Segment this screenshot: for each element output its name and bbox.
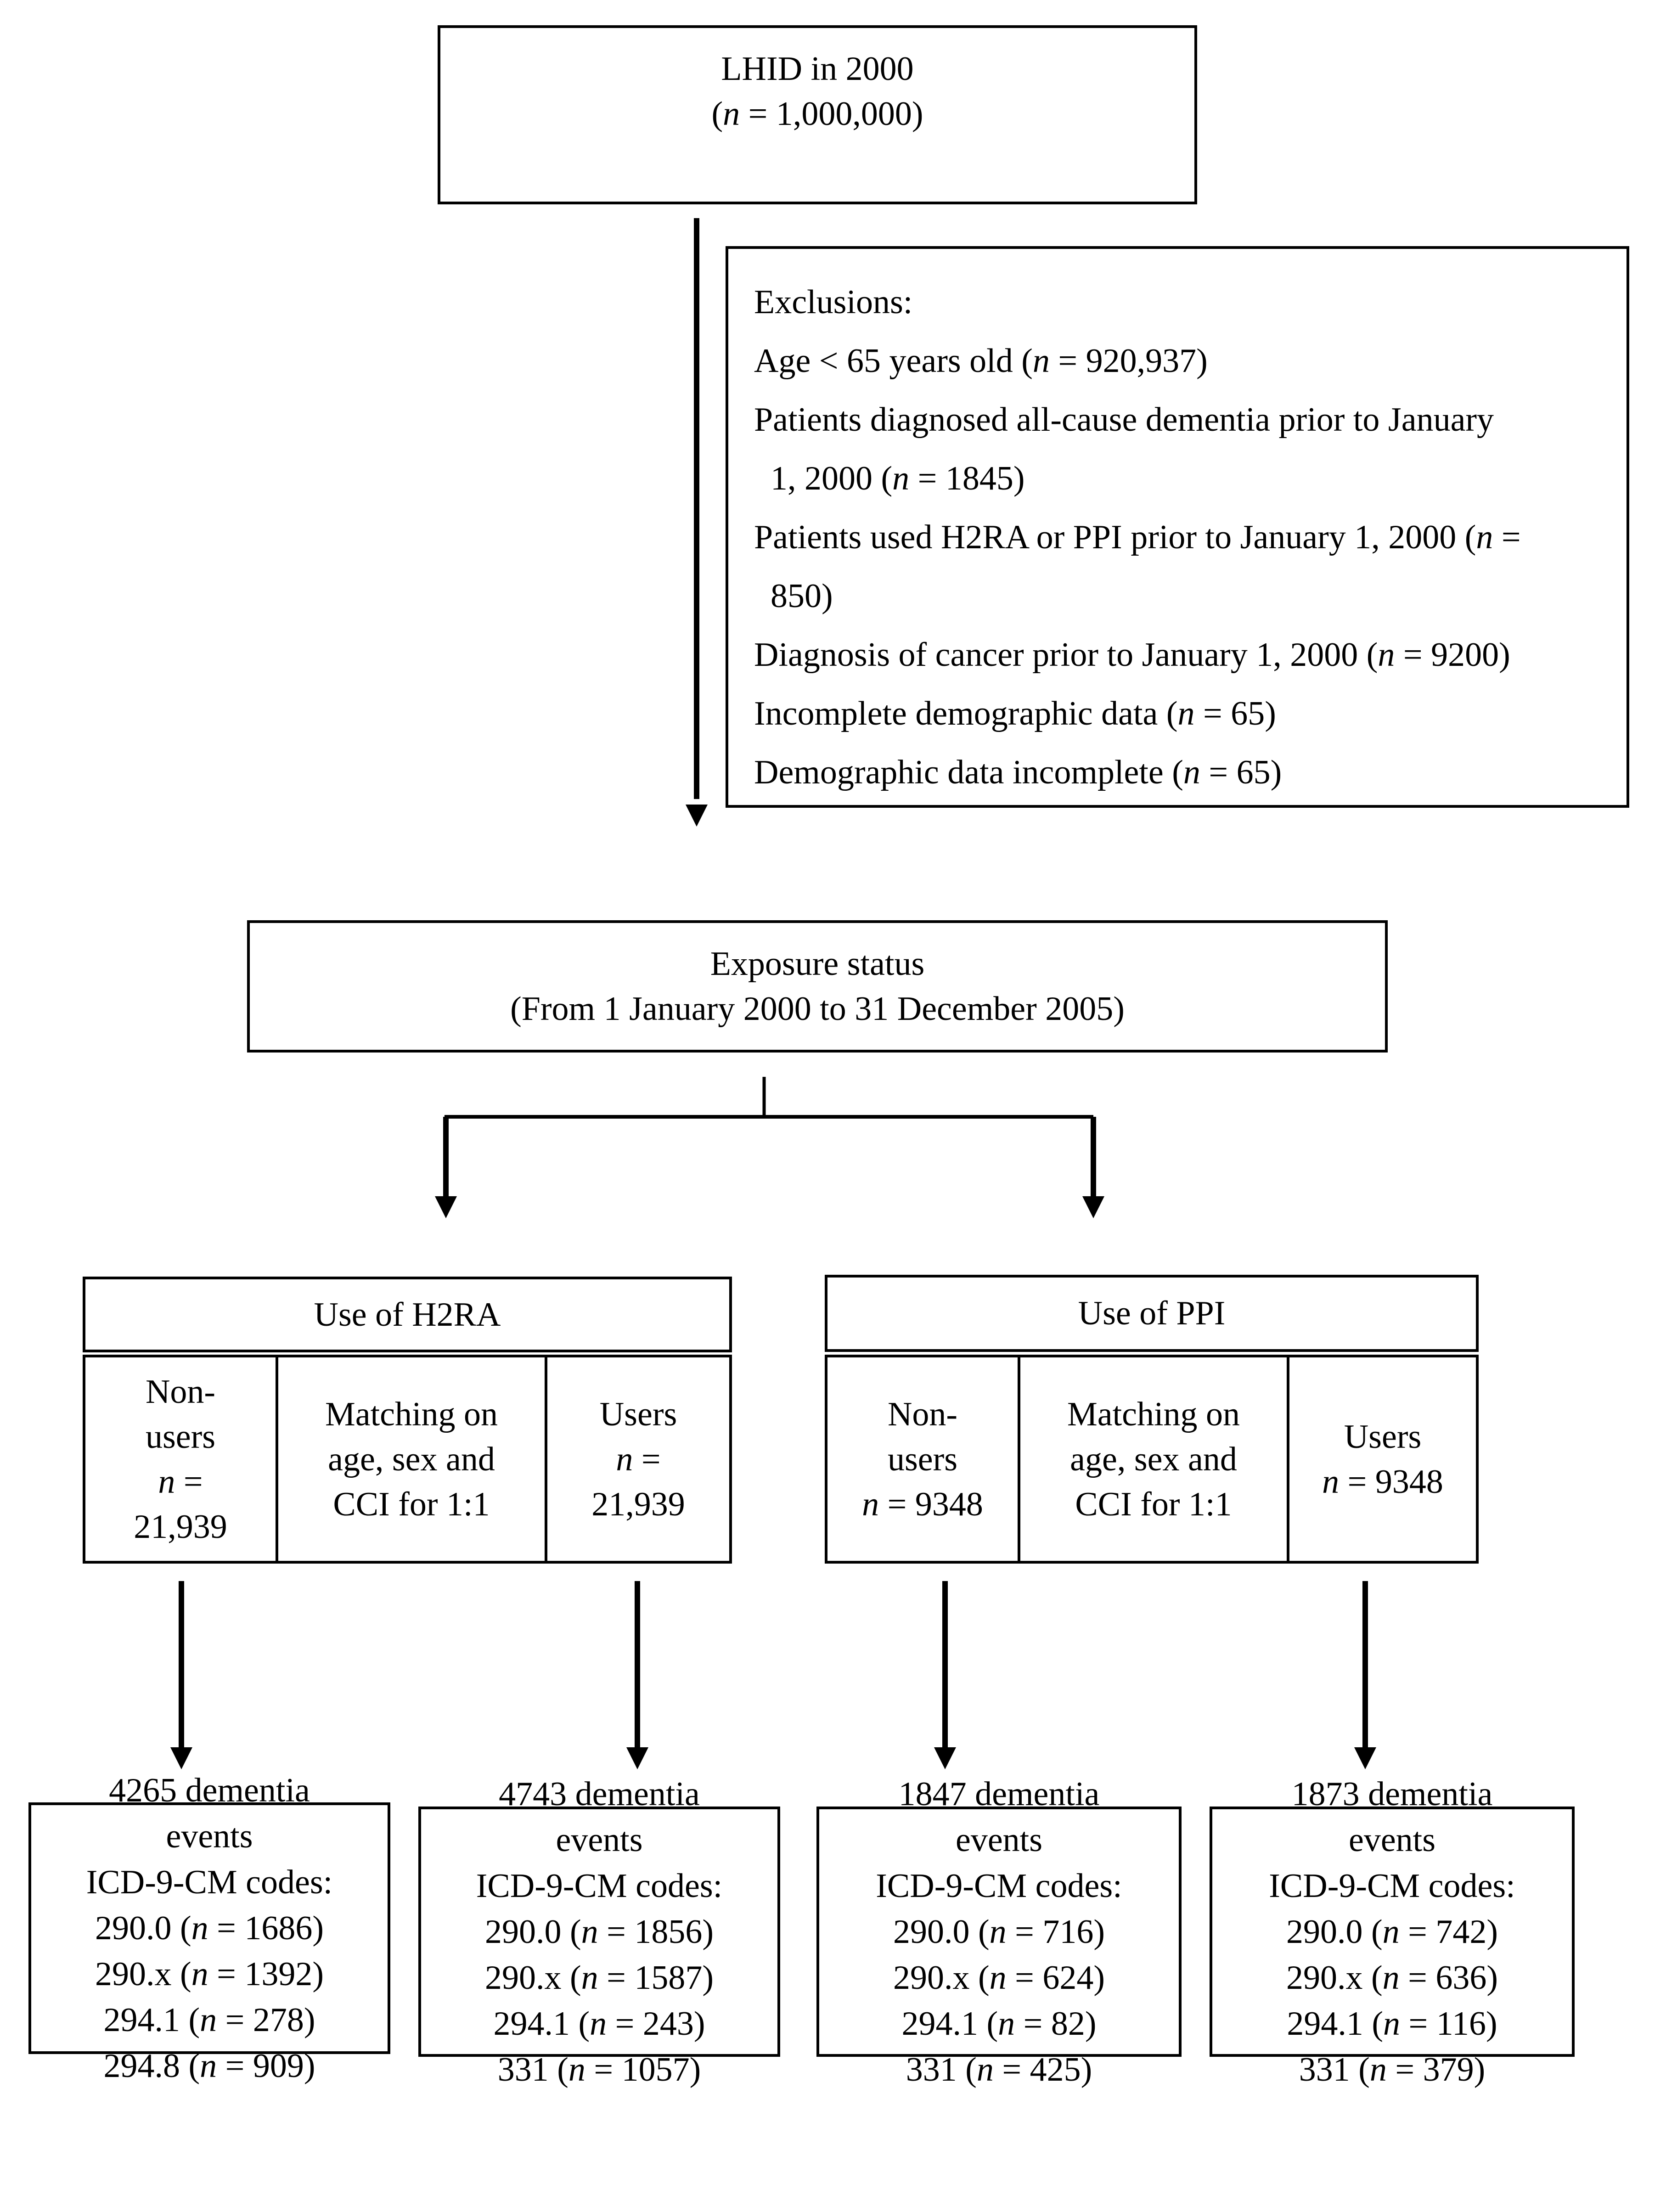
h2ra-nonusers-cell: Non- users n = 21,939 [85, 1357, 276, 1561]
source-population-box: LHID in 2000 (n = 1,000,000) [438, 25, 1197, 204]
arrowhead-h2ra-nonusers [170, 1747, 192, 1769]
icd-code-row: 294.8 (n = 909) [103, 2047, 315, 2085]
exposure-period: (From 1 January 2000 to 31 December 2005… [510, 990, 1125, 1028]
exclusion-item: Demographic data incomplete (n = 65) [754, 754, 1282, 791]
source-title: LHID in 2000 [721, 50, 914, 88]
icd-code-row: 290.0 (n = 1686) [95, 1909, 324, 1947]
ppi-matching-cell: Matching on age, sex and CCI for 1:1 [1018, 1357, 1287, 1561]
exclusion-item: Patients used H2RA or PPI prior to Janua… [754, 518, 1521, 615]
h2ra-users-cell: Users n = 21,939 [545, 1357, 729, 1561]
exclusions-box: Exclusions: Age < 65 years old (n = 920,… [726, 246, 1629, 808]
icd-code-row: 294.1 (n = 278) [103, 2001, 315, 2039]
exclusion-item: Patients diagnosed all-cause dementia pr… [754, 401, 1494, 497]
outcome-box-h2ra-users: 4743 dementia events ICD-9-CM codes: 290… [418, 1775, 780, 2088]
h2ra-users-count: 21,939 [591, 1485, 685, 1523]
icd-code-row: 331 (n = 425) [906, 2050, 1092, 2088]
source-count: (n = 1,000,000) [711, 95, 923, 133]
arrowhead-h2ra [435, 1196, 457, 1218]
icd-code-row: 331 (n = 379) [1299, 2050, 1486, 2088]
outcome-box-ppi-users: 1873 dementia events ICD-9-CM codes: 290… [1210, 1775, 1575, 2088]
arrowhead-h2ra-users [626, 1747, 648, 1769]
icd-code-row: 331 (n = 1057) [497, 2050, 701, 2088]
arrowhead-main [686, 805, 708, 827]
ppi-nonusers-count: n = 9348 [862, 1485, 983, 1523]
icd-code-row: 290.x (n = 624) [893, 1959, 1105, 1997]
arrowhead-ppi [1082, 1196, 1104, 1218]
h2ra-title-box: Use of H2RA [83, 1277, 732, 1352]
icd-code-row: 294.1 (n = 82) [901, 2004, 1097, 2043]
h2ra-detail-box: Non- users n = 21,939 Matching on age, s… [83, 1355, 732, 1564]
exclusions-heading: Exclusions: [754, 283, 913, 321]
ppi-title: Use of PPI [1078, 1295, 1226, 1332]
exposure-title: Exposure status [710, 945, 925, 983]
ppi-detail-box: Non- users n = 9348 Matching on age, sex… [825, 1355, 1479, 1564]
ppi-nonusers-cell: Non- users n = 9348 [827, 1357, 1018, 1561]
h2ra-nonusers-count: 21,939 [134, 1508, 227, 1546]
icd-code-row: 290.0 (n = 716) [893, 1913, 1105, 1951]
outcome-box-h2ra-nonusers: 4265 dementia events ICD-9-CM codes: 290… [28, 1772, 390, 2085]
exclusion-item: Age < 65 years old (n = 920,937) [754, 342, 1208, 380]
icd-code-row: 290.x (n = 636) [1286, 1959, 1498, 1997]
outcome-box-ppi-nonusers: 1847 dementia events ICD-9-CM codes: 290… [816, 1775, 1182, 2088]
ppi-title-box: Use of PPI [825, 1275, 1479, 1352]
ppi-users-count: n = 9348 [1322, 1463, 1443, 1501]
exclusion-item: Diagnosis of cancer prior to January 1, … [754, 636, 1510, 674]
arrowhead-ppi-users [1354, 1747, 1376, 1769]
icd-code-row: 290.0 (n = 742) [1286, 1913, 1498, 1951]
icd-code-row: 294.1 (n = 243) [493, 2004, 705, 2043]
arrowhead-ppi-nonusers [934, 1747, 956, 1769]
ppi-users-cell: Users n = 9348 [1287, 1357, 1476, 1561]
exposure-status-box: Exposure status (From 1 January 2000 to … [247, 920, 1388, 1053]
h2ra-title: Use of H2RA [314, 1295, 501, 1334]
icd-code-row: 294.1 (n = 116) [1287, 2004, 1497, 2043]
icd-code-row: 290.x (n = 1392) [95, 1955, 324, 1993]
exclusion-item: Incomplete demographic data (n = 65) [754, 695, 1276, 732]
icd-code-row: 290.0 (n = 1856) [484, 1913, 714, 1951]
h2ra-matching-cell: Matching on age, sex and CCI for 1:1 [276, 1357, 545, 1561]
icd-code-row: 290.x (n = 1587) [484, 1959, 714, 1997]
